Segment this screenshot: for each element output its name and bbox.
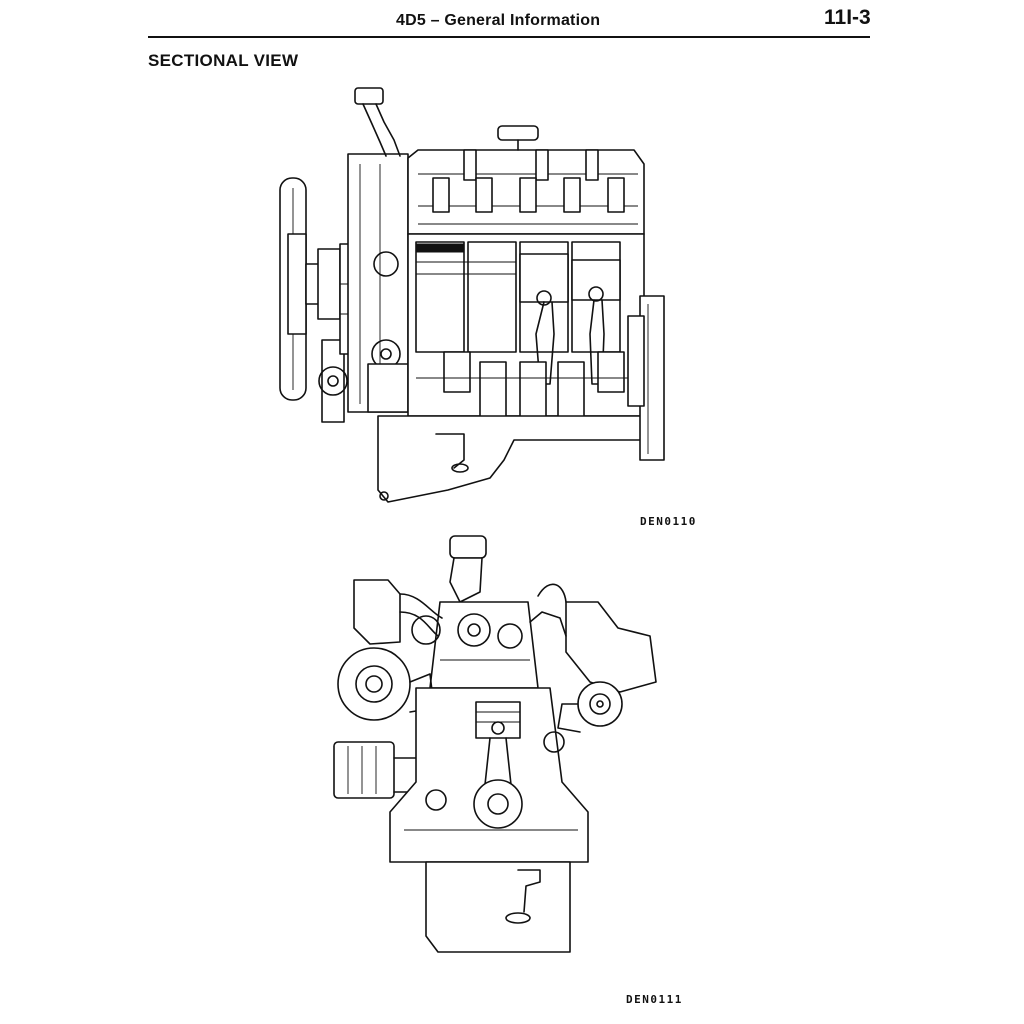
header-rule bbox=[148, 36, 870, 38]
figure-code-2: DEN0111 bbox=[626, 993, 683, 1006]
page-number: 11I-3 bbox=[824, 6, 871, 29]
engine-front-section-illustration bbox=[333, 535, 657, 953]
engine-side-section-illustration bbox=[279, 87, 665, 503]
header-title: 4D5 – General Information bbox=[396, 12, 601, 29]
figure-code-1: DEN0110 bbox=[640, 515, 697, 528]
section-heading: SECTIONAL VIEW bbox=[148, 51, 299, 70]
